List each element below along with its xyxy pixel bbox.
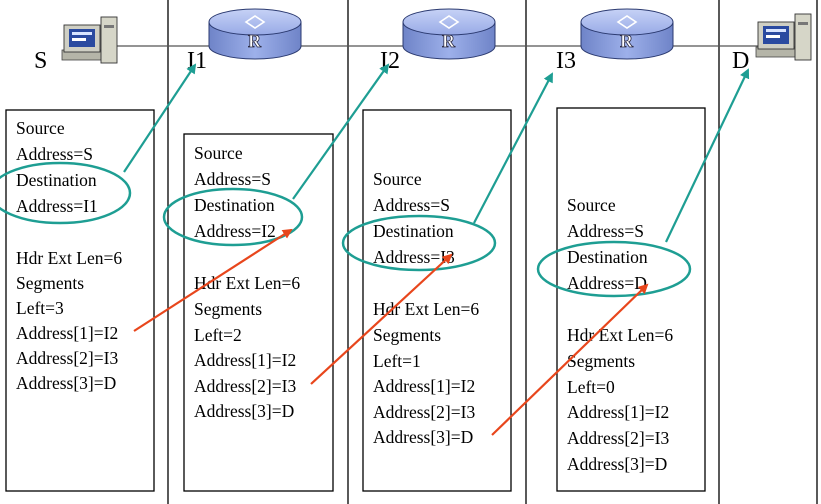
header-field: Segments	[16, 273, 84, 293]
packet-frame	[183, 133, 334, 492]
header-field: Address[1]=I2	[16, 323, 118, 343]
destination-highlight-ellipse	[341, 214, 497, 272]
destination-field: Address=I1	[16, 196, 98, 216]
destination-highlights	[0, 161, 692, 298]
packet-frame	[362, 109, 512, 492]
destination-field: Destination	[567, 247, 648, 267]
header-field: Address[3]=D	[373, 427, 473, 447]
segment-arrow	[133, 228, 293, 332]
next-hop-arrow	[123, 63, 197, 173]
node-label-i1: I1	[187, 48, 207, 74]
packet-box: Source Address=S Destination Address=D H…	[556, 107, 706, 492]
segment-arrow	[310, 253, 453, 385]
router-icon: R	[402, 8, 496, 60]
router-mark: R	[620, 31, 634, 51]
packet-box: Source Address=S Destination Address=I3 …	[362, 109, 512, 492]
header-field: Left=3	[16, 298, 64, 318]
source-field: Source	[567, 195, 616, 215]
header-field: Address[3]=D	[194, 401, 294, 421]
segment-arrows	[133, 228, 649, 436]
source-field: Address=S	[194, 169, 271, 189]
computer-icon	[61, 16, 118, 64]
router-icon: R	[208, 8, 302, 60]
node-label-s: S	[34, 48, 47, 74]
hop-separators	[167, 0, 818, 504]
header-field: Address[2]=I3	[567, 428, 669, 448]
destination-field: Address=D	[567, 273, 647, 293]
header-field: Address[1]=I2	[194, 350, 296, 370]
destination-field: Destination	[16, 170, 97, 190]
header-field: Address[3]=D	[567, 454, 667, 474]
next-hop-arrow	[292, 63, 390, 200]
destination-field: Address=I2	[194, 221, 276, 241]
header-field: Hdr Ext Len=6	[373, 299, 479, 319]
router-icon: R	[580, 8, 674, 60]
next-hop-arrow	[665, 68, 750, 243]
packet-box: Source Address=S Destination Address=I2 …	[183, 133, 334, 492]
segment-arrow	[491, 283, 649, 436]
router-mark: R	[442, 31, 456, 51]
header-field: Address[2]=I3	[373, 402, 475, 422]
destination-field: Destination	[194, 195, 275, 215]
header-field: Address[2]=I3	[194, 376, 296, 396]
source-field: Source	[373, 169, 422, 189]
source-field: Source	[194, 143, 243, 163]
node-label-d: D	[732, 48, 749, 74]
source-field: Address=S	[567, 221, 644, 241]
source-field: Address=S	[16, 144, 93, 164]
source-field: Source	[16, 118, 65, 138]
header-field: Segments	[567, 351, 635, 371]
next-hop-arrow	[473, 72, 553, 224]
header-field: Hdr Ext Len=6	[16, 248, 122, 268]
destination-highlight-ellipse	[162, 187, 304, 247]
packet-frame	[5, 109, 155, 492]
header-field: Address[2]=I3	[16, 348, 118, 368]
header-field: Address[3]=D	[16, 373, 116, 393]
header-field: Segments	[373, 325, 441, 345]
destination-highlight-ellipse	[0, 161, 132, 225]
header-field: Address[1]=I2	[567, 402, 669, 422]
node-label-i3: I3	[556, 48, 576, 74]
source-field: Address=S	[373, 195, 450, 215]
header-field: Hdr Ext Len=6	[194, 273, 300, 293]
packet-frame	[556, 107, 706, 492]
header-field: Left=0	[567, 377, 615, 397]
destination-field: Destination	[373, 221, 454, 241]
header-field: Address[1]=I2	[373, 376, 475, 396]
next-hop-arrows	[123, 63, 750, 243]
node-labels: S I1 I2 I3 D	[34, 48, 749, 74]
computer-icon	[755, 13, 812, 61]
router-mark: R	[248, 31, 262, 51]
header-field: Hdr Ext Len=6	[567, 325, 673, 345]
destination-highlight-ellipse	[536, 240, 692, 298]
header-field: Segments	[194, 299, 262, 319]
packet-box: Source Address=S Destination Address=I1 …	[5, 109, 155, 492]
header-field: Left=2	[194, 325, 242, 345]
header-field: Left=1	[373, 351, 421, 371]
destination-field: Address=I3	[373, 247, 455, 267]
node-label-i2: I2	[380, 48, 400, 74]
